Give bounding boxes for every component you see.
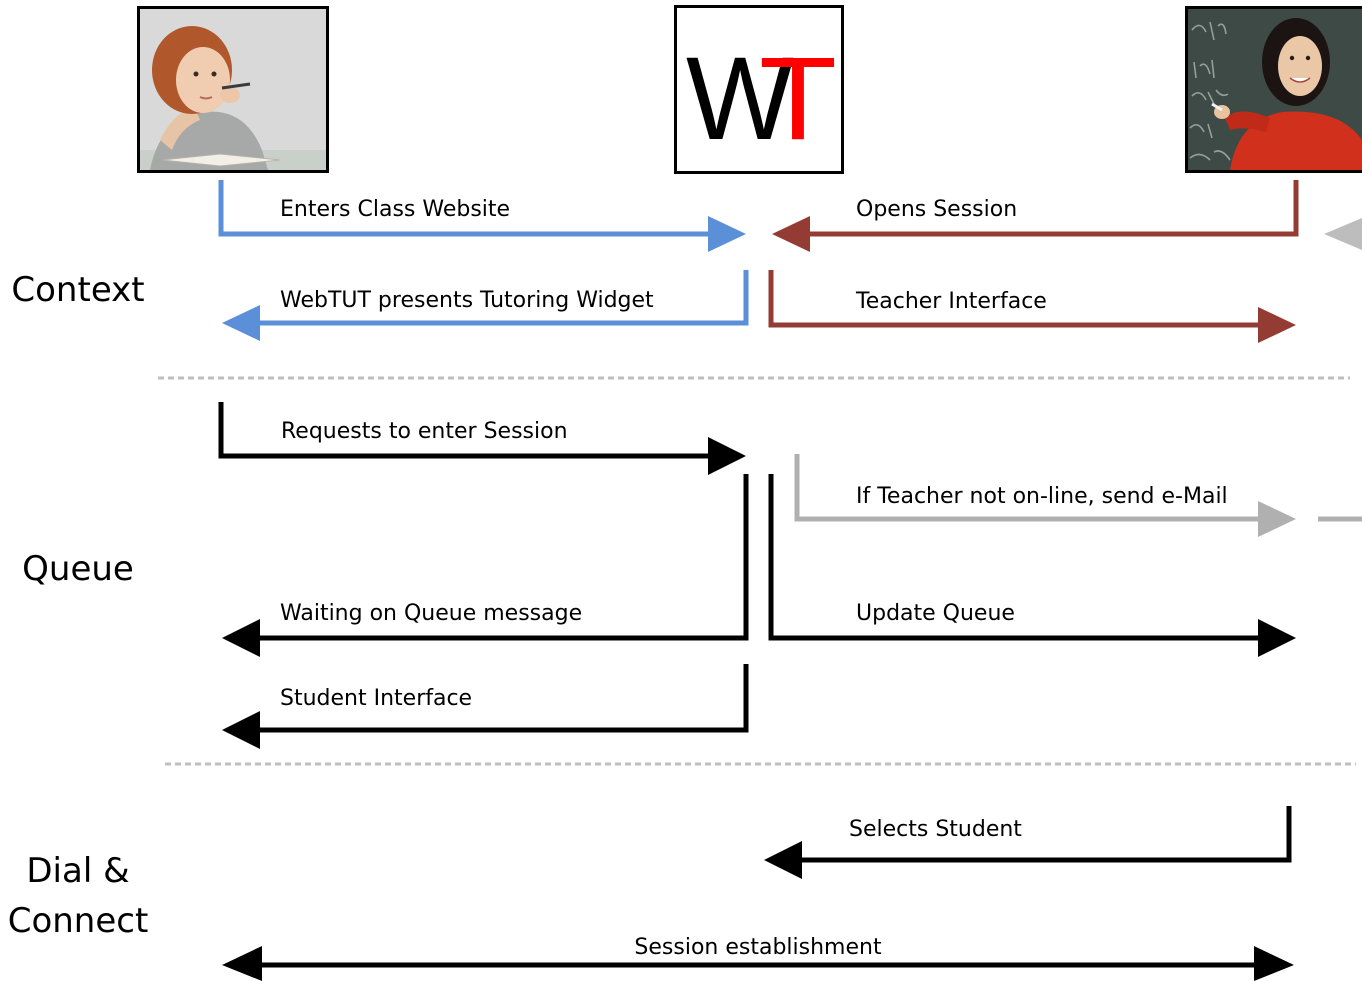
label-requests-enter-session: Requests to enter Session [281, 419, 568, 444]
label-student-interface: Student Interface [280, 686, 472, 711]
logo-letter-w: W [686, 33, 794, 165]
arrow-enters-class-website [218, 180, 746, 252]
arrow-teacher-not-online [794, 454, 1362, 537]
arrow-update-queue [768, 474, 1296, 657]
teacher-photo-illustration [1188, 9, 1362, 170]
phase-label-queue: Queue [22, 549, 134, 589]
chalkboard-scribbles [1189, 21, 1231, 161]
label-opens-session: Opens Session [856, 197, 1017, 222]
label-waiting-on-queue: Waiting on Queue message [280, 601, 582, 626]
webtut-logo: W T [674, 5, 844, 174]
label-teacher-not-online: If Teacher not on-line, send e-Mail [856, 484, 1228, 509]
phase-label-dial: Dial & [26, 851, 129, 891]
phase-label-context: Context [11, 270, 144, 310]
arrow-requests-enter-session [218, 402, 746, 475]
student-actor [137, 6, 329, 173]
label-selects-student: Selects Student [849, 817, 1022, 842]
label-teacher-interface: Teacher Interface [855, 289, 1047, 314]
teacher-actor [1185, 6, 1362, 173]
logo-letter-t: T [759, 33, 837, 165]
arrow-presents-widget [222, 270, 749, 341]
label-presents-widget: WebTUT presents Tutoring Widget [280, 288, 654, 313]
offscreen-arrowhead-top [1324, 218, 1362, 250]
label-update-queue: Update Queue [856, 601, 1015, 626]
phase-label-connect: Connect [8, 901, 149, 941]
label-session-establishment: Session establishment [634, 935, 882, 960]
arrow-waiting-on-queue [222, 474, 749, 657]
arrow-opens-session [772, 180, 1299, 252]
label-enters-class-website: Enters Class Website [280, 197, 510, 222]
student-photo-illustration [140, 9, 326, 170]
arrow-student-interface [222, 664, 749, 749]
arrow-selects-student [764, 806, 1292, 879]
arrow-teacher-interface [768, 270, 1296, 343]
arrow-session-establishment [222, 946, 1294, 981]
